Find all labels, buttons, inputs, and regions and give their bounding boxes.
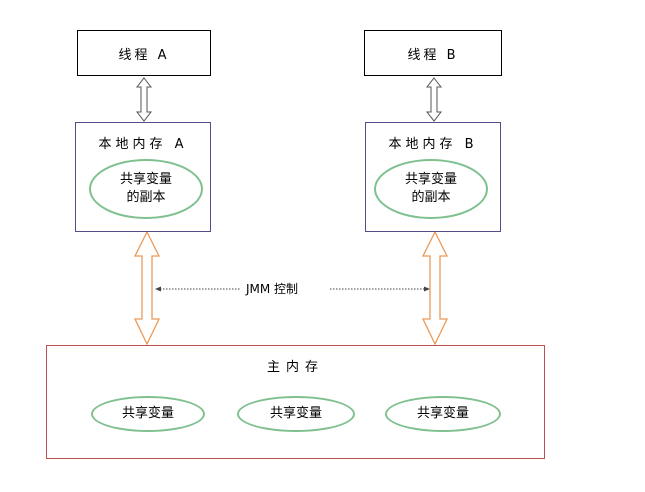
local-a-variable-copy: 共享变量 的副本 (89, 159, 203, 219)
thread-a-label: 线程 A (118, 47, 170, 63)
local-b-variable-copy: 共享变量 的副本 (374, 159, 488, 219)
main-shared-variable-1-label: 共享变量 (121, 406, 174, 421)
local-a-main-arrow (133, 230, 161, 346)
main-memory-title: 主内存 (266, 360, 324, 375)
jmm-arrowhead-right (424, 286, 430, 292)
thread-b-label: 线程 B (407, 47, 459, 63)
main-shared-variable-1: 共享变量 (91, 396, 205, 432)
jmm-control-label: JMM 控制 (243, 280, 302, 297)
main-shared-variable-2: 共享变量 (237, 396, 355, 432)
local-memory-b-box: 本地内存 B 共享变量 的副本 (365, 122, 501, 232)
thread-a-link-arrow (135, 77, 153, 122)
main-shared-variable-3: 共享变量 (385, 396, 501, 432)
local-memory-a-title: 本地内存 A (98, 137, 188, 152)
jmm-arrowhead-left (155, 286, 161, 292)
main-shared-variable-2-label: 共享变量 (269, 406, 322, 421)
local-memory-a-box: 本地内存 A 共享变量 的副本 (75, 122, 211, 232)
thread-b-box: 线程 B (364, 30, 502, 76)
main-memory-box: 主内存 共享变量 共享变量 共享变量 (46, 345, 545, 459)
local-a-copy-label: 共享变量 的副本 (119, 172, 172, 205)
local-b-main-arrow (421, 230, 449, 346)
local-b-copy-label: 共享变量 的副本 (404, 172, 457, 205)
local-memory-b-title: 本地内存 B (388, 137, 478, 152)
main-shared-variable-3-label: 共享变量 (416, 406, 469, 421)
thread-a-box: 线程 A (77, 30, 211, 76)
thread-b-link-arrow (425, 77, 443, 122)
